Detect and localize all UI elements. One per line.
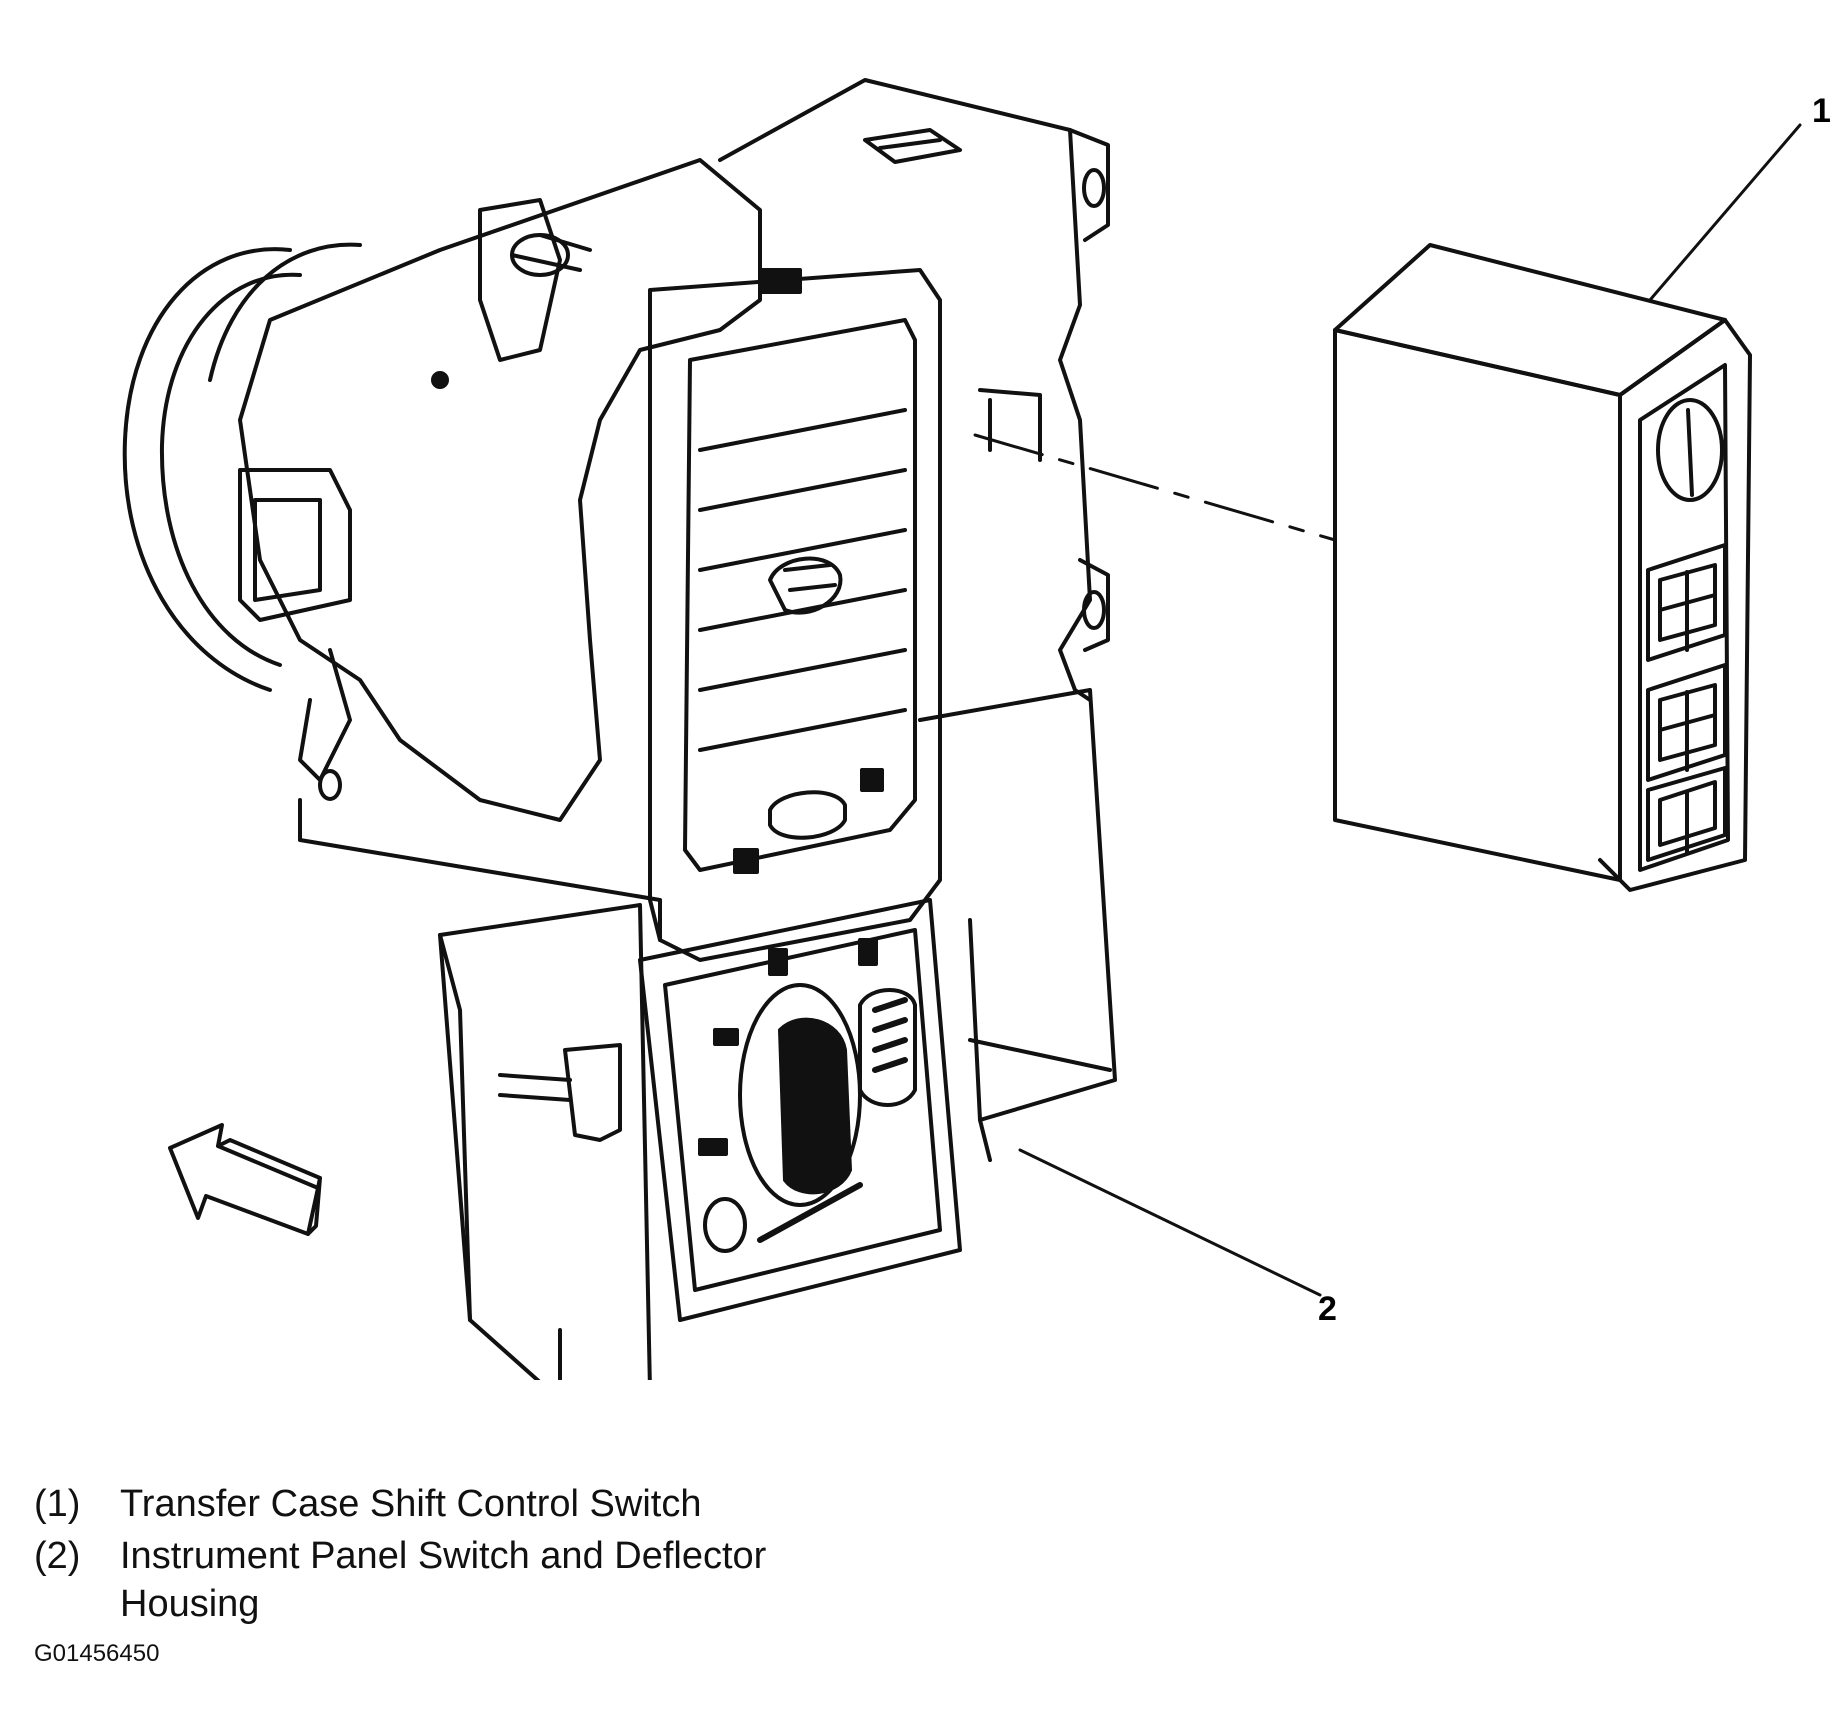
switch-round-button [1656,398,1724,502]
parts-legend: (1) Transfer Case Shift Control Switch (… [34,1480,1034,1632]
switch-push-buttons [1646,543,1727,862]
legend-number: (2) [34,1535,81,1577]
vent-thumbwheel [768,790,847,840]
legend-description: Instrument Panel Switch and Deflector Ho… [120,1535,767,1625]
switch-body-front [1333,328,1622,882]
louver-knob [768,556,843,615]
top-slot [863,128,962,164]
leader-line-2 [1018,1148,1322,1297]
figure-id: G01456450 [34,1640,160,1667]
callout-number-1: 1 [1812,92,1831,130]
leader-line-1 [1648,123,1802,302]
panel-lamp [703,1197,747,1253]
bracket-hole-upper [1082,168,1106,208]
dimmer-wheel [858,988,917,1107]
direction-arrow-icon [168,1123,320,1236]
direction-arrow-shadow [216,1138,322,1236]
bracket-hole-lower [1082,590,1106,630]
duct-round-flange-inner [159,272,302,667]
housing-lower-floor [968,1038,1112,1162]
duct-mount-pin-shaft [510,233,592,272]
panel-connector [563,1043,622,1142]
housing-bracket-tab-lower [1078,558,1110,652]
vent-louvers [698,408,907,752]
housing-bracket-tab [1068,128,1110,242]
housing-lower-box [918,688,1117,1122]
panel-symbol-1 [713,1028,739,1046]
headlamp-knob-grip [778,1017,852,1195]
duct-round-flange [122,247,292,692]
switch-round-button-mark [1686,408,1694,497]
vent-bezel-outer [648,268,942,962]
panel-symbol-2 [698,1138,728,1156]
vent-marker-left [733,848,759,874]
headlamp-panel [638,898,962,1322]
deflector-housing [122,78,1117,1380]
legend-number: (1) [34,1483,81,1525]
vent-bezel-inner [683,318,917,872]
housing-base-rail [298,798,662,942]
switch-bezel [1598,318,1752,892]
panel-symbol-3 [768,948,788,976]
vent-marker-right [860,768,884,792]
headlamp-module [438,903,652,1380]
assembly-dashed-line [973,433,1337,542]
transfer-case-switch [1333,243,1752,892]
vent-marker-top [758,268,802,294]
legend-item: (1) Transfer Case Shift Control Switch [34,1480,1034,1528]
duct-round-flange-lip [208,242,362,382]
headlamp-module-edge [438,933,562,1380]
panel-pin [498,1073,572,1102]
housing-rear-bracket [718,78,1092,702]
dimmer-wheel-grip [872,997,908,1073]
duct-dot [431,371,449,389]
headlamp-panel-inner [663,928,942,1292]
panel-symbol-4 [858,938,878,966]
legend-item: (2) Instrument Panel Switch and Deflecto… [34,1532,1034,1628]
duct-barrel [238,158,762,822]
duct-mount-post [478,198,562,362]
panel-engraved-text [757,1182,863,1243]
side-clip [978,388,1042,462]
exploded-view-diagram: 1 2 [122,78,1831,1380]
duct-latch-hole [318,769,342,801]
duct-side-latch [238,468,352,622]
legend-description: Transfer Case Shift Control Switch [120,1483,702,1525]
switch-bezel-inner [1638,363,1730,872]
headlamp-knob-outer [738,983,862,1207]
callout-number-2: 2 [1318,1290,1337,1328]
